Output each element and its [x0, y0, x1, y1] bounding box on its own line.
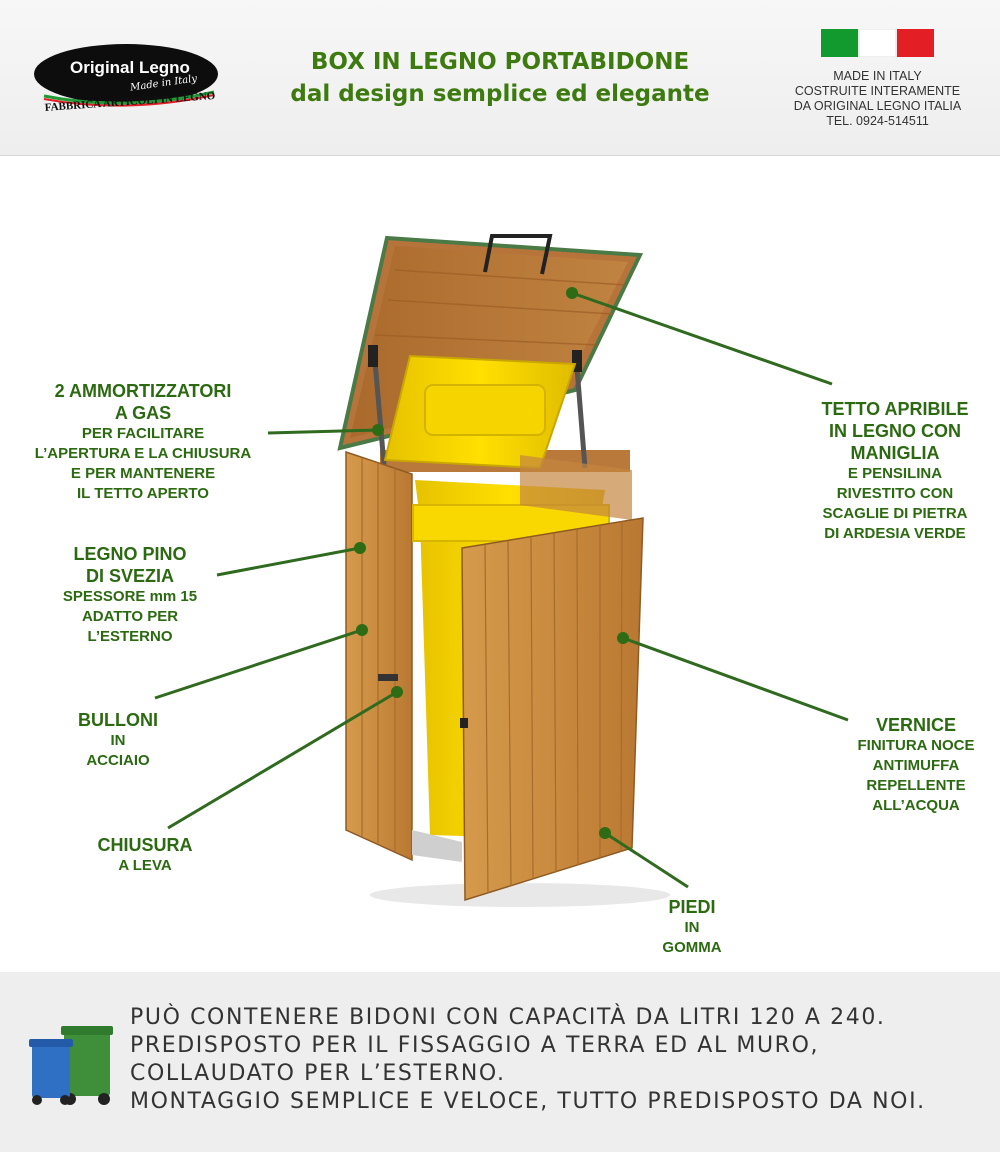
- label-line: IN: [684, 919, 700, 936]
- footer-line: MONTAGGIO SEMPLICE E VELOCE, TUTTO PREDI…: [130, 1089, 926, 1114]
- label-line: SCAGLIE DI PIETRA: [822, 505, 968, 522]
- label-title: PIEDI: [668, 897, 716, 917]
- label-line: ANTIMUFFA: [872, 757, 960, 774]
- label-piedi: PIEDI IN GOMMA: [640, 896, 744, 958]
- label-line: L’ESTERNO: [87, 628, 173, 645]
- label-vernice: VERNICE FINITURA NOCE ANTIMUFFA REPELLEN…: [836, 714, 996, 816]
- footer-bar: [0, 972, 1000, 1152]
- label-line: E PENSILINA: [847, 465, 943, 482]
- label-chiusura: CHIUSURA A LEVA: [72, 834, 218, 876]
- label-title: MANIGLIA: [850, 443, 940, 463]
- label-title: A GAS: [114, 403, 172, 423]
- italy-flag-icon: [821, 29, 934, 57]
- label-gas-struts: 2 AMMORTIZZATORI A GAS PER FACILITARE L’…: [20, 380, 266, 504]
- label-line: IL TETTO APERTO: [77, 485, 209, 502]
- label-title: DI SVEZIA: [85, 566, 174, 586]
- made-line: COSTRUITE INTERAMENTE: [794, 84, 961, 98]
- label-line: DI ARDESIA VERDE: [824, 525, 966, 542]
- header-bar: Original Legno Made in Italy FABBRICA AR…: [0, 0, 1000, 156]
- label-line: FINITURA NOCE: [857, 737, 975, 754]
- page-subtitle: dal design semplice ed elegante: [290, 81, 710, 107]
- label-line: L’APERTURA E LA CHIUSURA: [34, 445, 252, 462]
- label-bulloni: BULLONI IN ACCIAIO: [58, 709, 178, 771]
- label-title: IN LEGNO CON: [828, 421, 961, 441]
- original-legno-logo: [34, 44, 218, 107]
- label-title: CHIUSURA: [97, 835, 193, 855]
- made-in-italy-info: MADE IN ITALY COSTRUITE INTERAMENTE DA O…: [780, 69, 975, 129]
- label-title: 2 AMMORTIZZATORI: [54, 381, 232, 401]
- footer-line: PREDISPOSTO PER IL FISSAGGIO A TERRA ED …: [130, 1033, 820, 1058]
- footer-line: COLLAUDATO PER L’ESTERNO.: [130, 1061, 506, 1086]
- wooden-bin-box-illustration: [154, 234, 849, 907]
- made-line: MADE IN ITALY: [833, 69, 922, 83]
- footer-description: PUÒ CONTENERE BIDONI CON CAPACITÀ DA LIT…: [130, 1004, 926, 1116]
- label-line: ACCIAIO: [86, 752, 150, 769]
- label-line: PER FACILITARE: [81, 425, 205, 442]
- label-line: SPESSORE mm 15: [62, 588, 198, 605]
- label-line: RIVESTITO CON: [836, 485, 954, 502]
- wheelie-bins-icon: [29, 1026, 113, 1105]
- footer-line: PUÒ CONTENERE BIDONI CON CAPACITÀ DA LIT…: [130, 1005, 886, 1030]
- label-legno-pino: LEGNO PINO DI SVEZIA SPESSORE mm 15 ADAT…: [40, 543, 220, 647]
- label-line: ADATTO PER: [81, 608, 179, 625]
- label-line: ALL’ACQUA: [872, 797, 960, 814]
- label-line: A LEVA: [118, 857, 172, 874]
- label-line: IN: [110, 732, 126, 749]
- label-line: E PER MANTENERE: [70, 465, 216, 482]
- label-tetto-apribile: TETTO APRIBILE IN LEGNO CON MANIGLIA E P…: [800, 398, 990, 544]
- label-title: TETTO APRIBILE: [821, 399, 969, 419]
- label-title: BULLONI: [78, 710, 158, 730]
- logo-name: Original Legno: [70, 58, 190, 77]
- label-title: VERNICE: [875, 715, 956, 735]
- label-line: GOMMA: [662, 939, 722, 956]
- label-line: REPELLENTE: [866, 777, 966, 794]
- phone-number: TEL. 0924-514511: [826, 114, 929, 128]
- page-title: BOX IN LEGNO PORTABIDONE: [310, 49, 690, 75]
- label-title: LEGNO PINO: [73, 544, 187, 564]
- made-line: DA ORIGINAL LEGNO ITALIA: [793, 99, 962, 113]
